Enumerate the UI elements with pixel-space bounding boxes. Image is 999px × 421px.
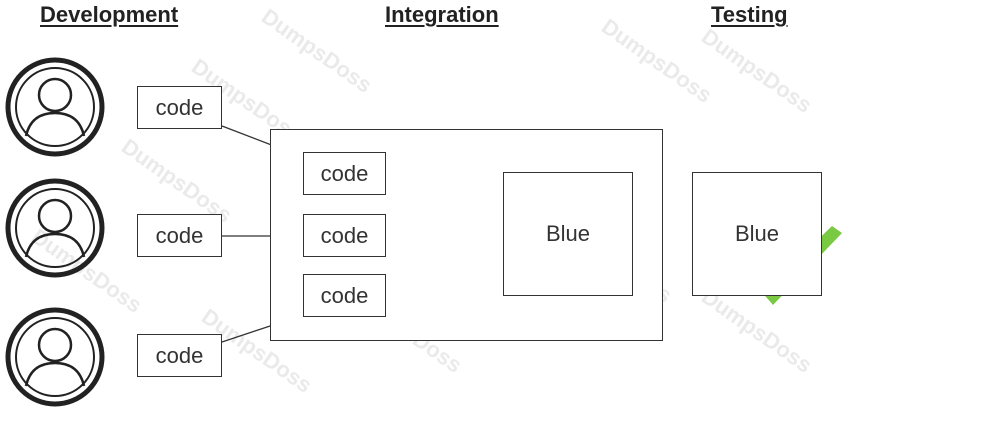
testing-build-box: Blue (692, 172, 822, 296)
integration-code-box: code (303, 214, 386, 257)
svg-text:DumpsDoss: DumpsDoss (27, 224, 146, 318)
integration-build-box: Blue (503, 172, 633, 296)
testing-heading: Testing (711, 2, 788, 27)
svg-text:DumpsDoss: DumpsDoss (257, 4, 376, 98)
development-code-box: code (137, 86, 222, 129)
developer-avatar-icon (5, 178, 105, 278)
svg-text:DumpsDoss: DumpsDoss (597, 14, 716, 108)
development-heading: Development (40, 2, 179, 27)
integration-code-box: code (303, 274, 386, 317)
integration-heading: Integration (385, 2, 499, 27)
integration-code-box: code (303, 152, 386, 195)
development-code-box: code (137, 334, 222, 377)
development-code-box: code (137, 214, 222, 257)
svg-text:DumpsDoss: DumpsDoss (697, 284, 816, 378)
developer-avatar-icon (5, 307, 105, 407)
svg-text:DumpsDoss: DumpsDoss (697, 24, 816, 118)
developer-avatar-icon (5, 57, 105, 157)
